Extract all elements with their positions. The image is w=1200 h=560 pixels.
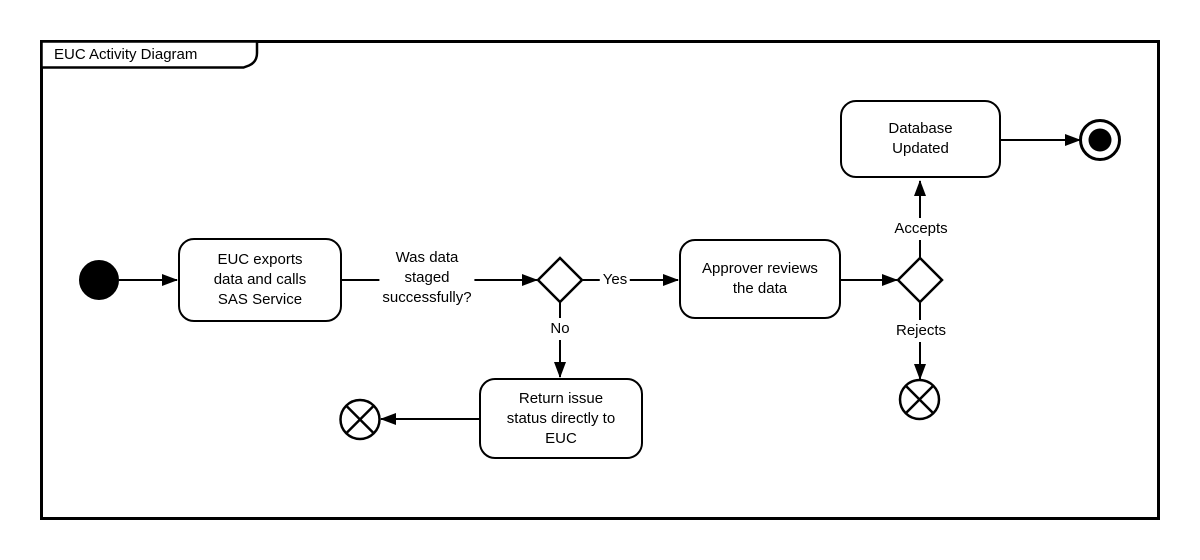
edge-label-no: No: [547, 318, 573, 340]
task-approver-reviews[interactable]: Approver reviews the data: [679, 239, 841, 319]
task-return-issue-label: Return issue status directly to EUC: [506, 389, 616, 447]
edge-label-rejects: Rejects: [892, 320, 950, 342]
diagram-title-tab: [40, 40, 259, 69]
edge-label-staged-question: Was data staged successfully?: [379, 247, 475, 309]
task-euc-exports[interactable]: EUC exports data and calls SAS Service: [178, 238, 342, 322]
cancel-end-event-rejected[interactable]: [898, 378, 941, 421]
terminate-end-event[interactable]: [1079, 119, 1121, 161]
task-euc-exports-label: EUC exports data and calls SAS Service: [213, 251, 307, 308]
edge-label-accepts: Accepts: [891, 218, 951, 240]
task-approver-reviews-label: Approver reviews the data: [702, 260, 818, 297]
task-database-updated[interactable]: Database Updated: [840, 100, 1001, 178]
start-event[interactable]: [79, 260, 119, 300]
diagram-frame-border: [40, 40, 1160, 520]
task-database-updated-label: Database Updated: [888, 120, 953, 157]
approval-decision-gateway[interactable]: [896, 256, 944, 304]
edge-label-yes: Yes: [599, 269, 631, 291]
task-return-issue[interactable]: Return issue status directly to EUC: [479, 378, 643, 459]
cancel-end-event-return[interactable]: [339, 398, 381, 441]
staged-decision-gateway[interactable]: [536, 256, 584, 304]
diagram-title: EUC Activity Diagram: [54, 46, 198, 63]
